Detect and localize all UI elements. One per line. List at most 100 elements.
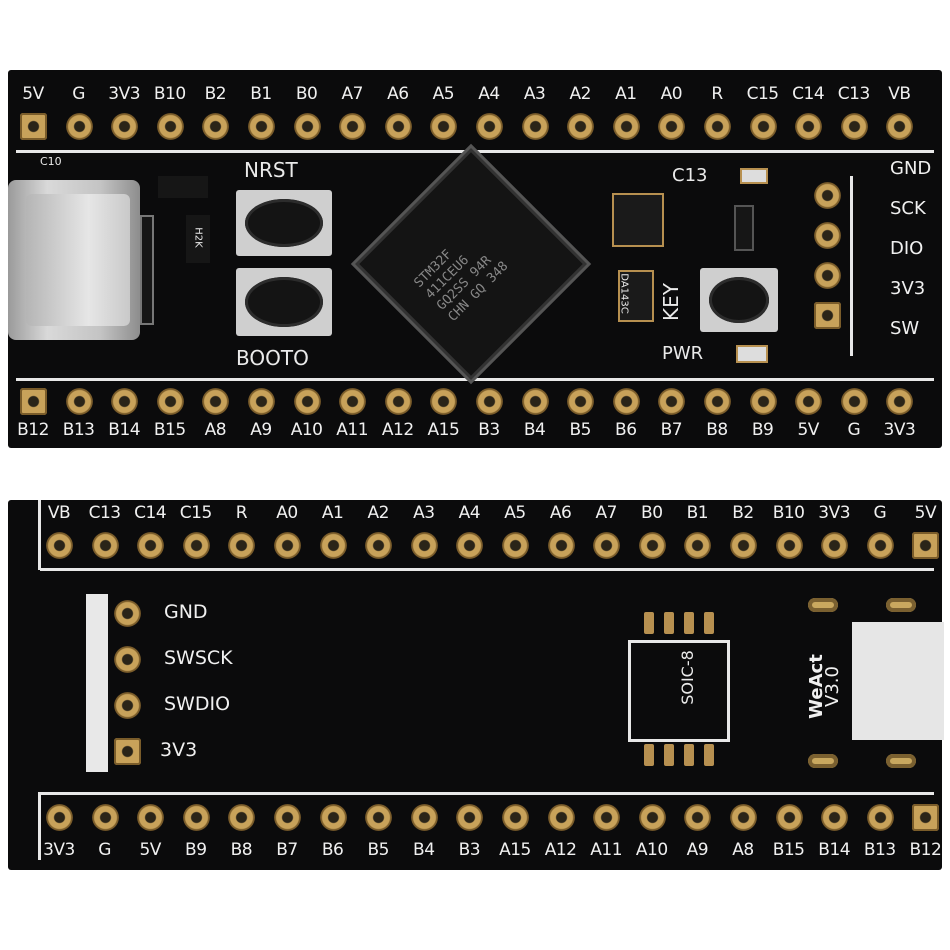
bottom-pad-3: [808, 754, 838, 768]
pin-label: A6: [387, 84, 409, 104]
pin-label: 3V3: [108, 84, 141, 104]
soic-pad: [644, 612, 654, 634]
pin-pad: [137, 532, 165, 559]
pin-label: B6: [615, 420, 637, 440]
pin-label: B4: [523, 420, 546, 440]
bottom-board-lower-silk-line: [40, 792, 934, 795]
pin-label: A10: [635, 840, 668, 860]
usb-resistor-array: [140, 215, 154, 325]
c13-led: [740, 168, 768, 184]
pin-pad: [111, 388, 139, 415]
pin-pad: [248, 113, 275, 140]
pin-pad: [730, 804, 757, 831]
pin-pad: [886, 388, 914, 415]
pin-label: B2: [732, 503, 754, 523]
pin-label: B14: [108, 420, 141, 440]
pwr-label: PWR: [662, 343, 704, 364]
pin-label: 3V3: [883, 420, 916, 440]
pin-pad: [658, 113, 686, 140]
pin-pad: [775, 804, 803, 831]
pin-label: C15: [746, 84, 780, 104]
pin-label: B15: [153, 420, 186, 440]
pin-pad: [795, 388, 823, 415]
bottom-board-upper-silk-line: [40, 568, 934, 571]
pin-pad: [866, 532, 894, 559]
label-c10: C10: [40, 155, 62, 168]
pin-pad: [775, 532, 803, 559]
crystal-oscillator: [612, 193, 664, 247]
pin-label: B10: [772, 503, 805, 523]
pin-label: A8: [204, 420, 227, 440]
pin-pad: [384, 388, 412, 415]
pin-pad: [912, 532, 940, 559]
key-label: KEY: [658, 283, 683, 321]
c13-label: C13: [672, 165, 708, 186]
pin-label: G: [847, 420, 861, 440]
pin-pad: [293, 388, 321, 415]
pin-label: A2: [367, 503, 389, 523]
swd-label: SCK: [890, 198, 926, 219]
pin-label: G: [873, 503, 887, 523]
pin-pad: [430, 113, 458, 140]
pin-label: R: [711, 84, 723, 104]
ldo-regulator: [734, 205, 754, 251]
swd-label: DIO: [890, 238, 924, 259]
swd-pin-pad: [814, 222, 841, 249]
pin-pad: [456, 532, 484, 559]
swd-pin-pad: [814, 302, 841, 329]
pin-label: A15: [427, 420, 460, 440]
pin-pad: [410, 804, 438, 831]
pin-pad: [704, 113, 731, 140]
pin-pad: [866, 804, 894, 831]
pin-label: B14: [818, 840, 851, 860]
pin-pad: [476, 388, 503, 415]
pin-label: A4: [478, 84, 500, 104]
pin-label: A2: [569, 84, 591, 104]
nrst-button[interactable]: [236, 190, 332, 256]
pin-pad: [567, 388, 595, 415]
pin-pad: [274, 804, 301, 831]
pin-pad: [840, 113, 868, 140]
pin-label: VB: [888, 84, 911, 104]
pin-pad: [339, 113, 367, 140]
pin-label: A1: [615, 84, 637, 104]
brand-version: V3.0: [821, 666, 843, 707]
pin-pad: [65, 113, 93, 140]
boot0-label: BOOTO: [236, 346, 309, 370]
pin-pad: [795, 113, 823, 140]
key-button[interactable]: [700, 268, 778, 332]
swd-pin-pad: [114, 738, 141, 765]
swd-pin-pad: [114, 646, 141, 673]
pin-label: A3: [523, 84, 546, 104]
pin-pad: [339, 388, 367, 415]
pin-pad: [319, 532, 347, 559]
pin-pad: [593, 804, 621, 831]
pin-pad: [248, 388, 275, 415]
pin-label: A10: [290, 420, 323, 440]
pin-pad: [684, 532, 712, 559]
pin-label: A12: [544, 840, 577, 860]
diode-da143c: [618, 270, 654, 322]
pin-label: B0: [295, 84, 318, 104]
pin-pad: [274, 532, 301, 559]
pin-label: B3: [478, 420, 500, 440]
pin-label: A0: [276, 503, 298, 523]
bottom-pad-1: [808, 598, 838, 612]
soic-pad: [684, 744, 694, 766]
pin-label: B7: [276, 840, 298, 860]
swd-label: SWSCK: [164, 647, 233, 669]
pin-label: B5: [367, 840, 389, 860]
bottom-pad-4: [886, 754, 916, 768]
pin-pad: [156, 113, 184, 140]
pin-label: G: [72, 84, 85, 104]
soic-pad: [704, 612, 714, 634]
pin-label: B6: [321, 840, 344, 860]
pin-pad: [593, 532, 621, 559]
regulator-chip: [186, 215, 210, 263]
swd-pin-pad: [814, 262, 841, 289]
pin-label: B8: [706, 420, 728, 440]
pin-label: A6: [549, 503, 572, 523]
boot0-button[interactable]: [236, 268, 332, 336]
pin-label: C15: [179, 503, 213, 523]
pin-label: A7: [341, 84, 363, 104]
